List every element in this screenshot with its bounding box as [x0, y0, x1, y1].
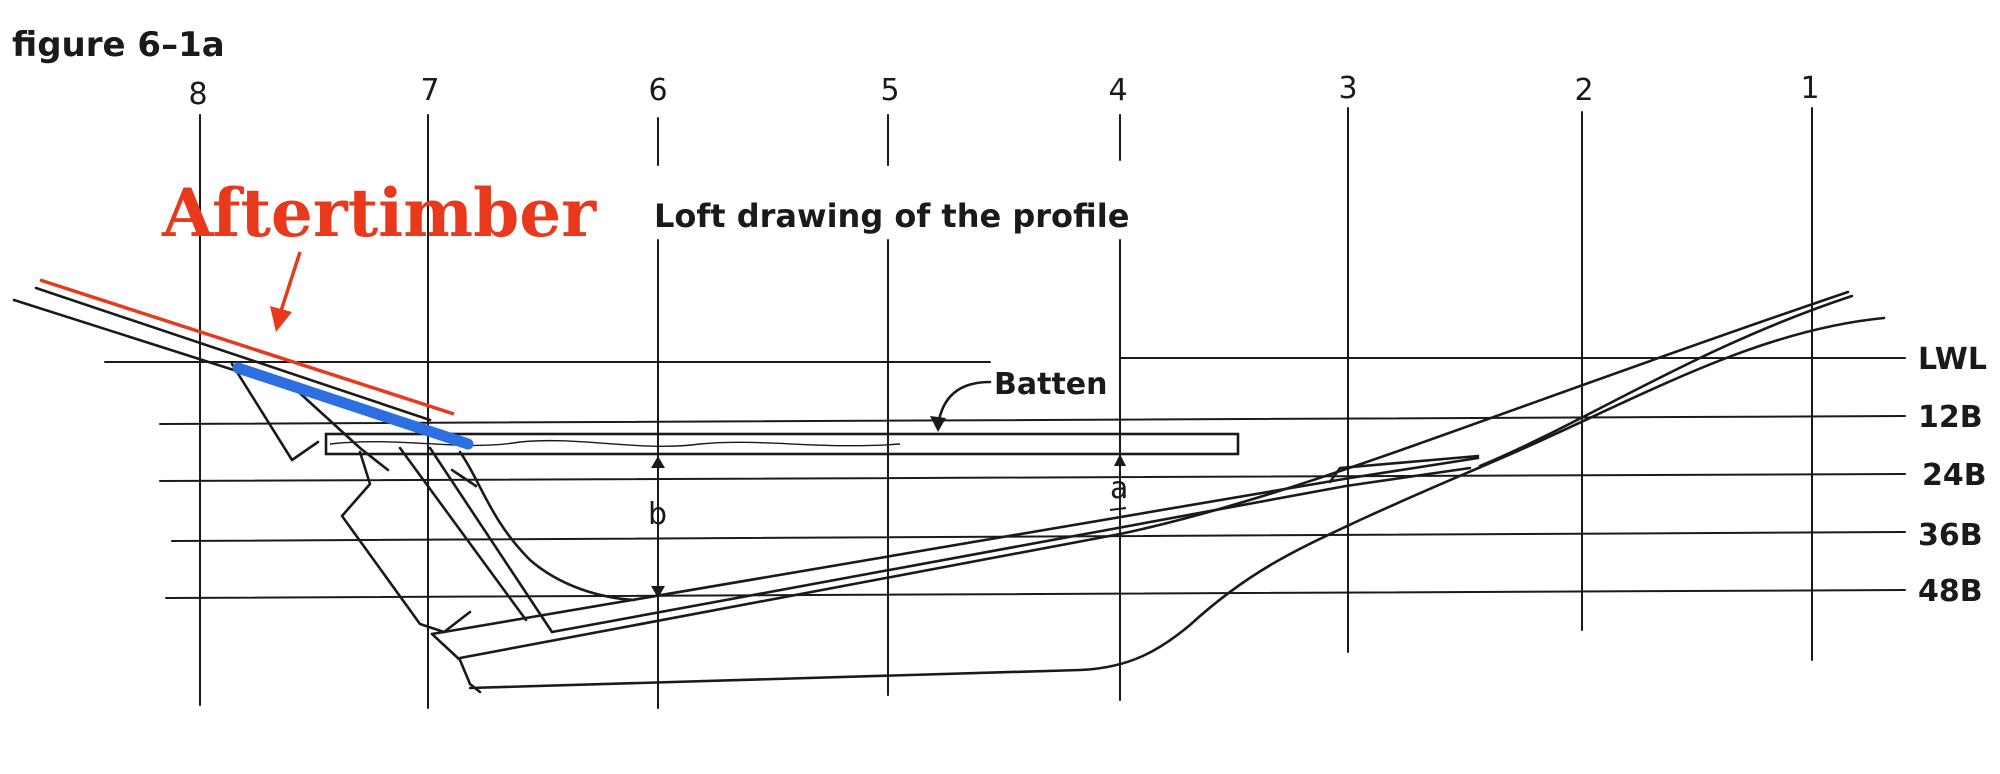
stern-tick — [450, 468, 478, 488]
station-label-7: 7 — [420, 73, 439, 108]
waterline-label-24b: 24B — [1922, 458, 1987, 493]
waterline-label-12b: 12B — [1918, 400, 1983, 435]
station-label-4: 4 — [1108, 73, 1127, 108]
batten-pointer-head — [930, 416, 946, 432]
batten: Batten — [324, 367, 1240, 456]
station-label-2: 2 — [1574, 73, 1593, 108]
sternpost-inner-1 — [398, 446, 528, 622]
waterline-labels: LWL 12B 24B 36B 48B — [1918, 342, 1987, 609]
heel-joint — [430, 632, 482, 694]
waterline-48b — [165, 589, 1906, 599]
stern-sheer-line-outer — [12, 298, 242, 374]
transom-lower — [230, 362, 320, 462]
figure-label: figure 6–1a — [12, 25, 225, 65]
rabbet-line — [458, 290, 1850, 660]
aftertimber-label: Aftertimber — [161, 174, 597, 252]
stem-outer-curve — [1478, 294, 1854, 468]
keel-inner-line — [550, 466, 1472, 634]
station-label-1: 1 — [1800, 71, 1819, 106]
waterlines — [104, 357, 1906, 599]
waterline-label-36b: 36B — [1918, 518, 1983, 553]
station-label-3: 3 — [1338, 71, 1357, 106]
stern-rabbet-curve — [458, 450, 636, 602]
aftertimber-pointer-arrow — [278, 251, 302, 315]
hull-profile — [12, 286, 1886, 694]
stem-scarf-top — [1328, 454, 1480, 484]
station-label-5: 5 — [880, 73, 899, 108]
measure-a-tick — [1109, 507, 1127, 511]
waterline-label-lwl: LWL — [1918, 342, 1987, 377]
aftertimber-red-line — [39, 278, 455, 416]
aftertimber-pointer-head — [270, 306, 292, 332]
aftertimber-blue-line — [232, 362, 474, 450]
waterline-label-48b: 48B — [1918, 574, 1983, 609]
keel-bottom-forefoot — [468, 316, 1886, 690]
measurement-markers: b a — [648, 454, 1128, 598]
station-labels: 8 7 6 5 4 3 2 1 — [188, 71, 1819, 112]
sternpost-inner-2 — [428, 446, 554, 634]
station-label-6: 6 — [648, 73, 667, 108]
station-label-8: 8 — [188, 77, 207, 112]
measure-a-label: a — [1110, 471, 1128, 506]
stern-sheer-line-inner — [34, 286, 432, 422]
measure-b-label: b — [648, 497, 667, 532]
measure-b-arrow-down — [651, 586, 665, 598]
waterline-12b — [159, 415, 1906, 425]
keel-top-line — [430, 456, 1480, 636]
batten-label: Batten — [994, 367, 1108, 402]
stern-knee — [290, 384, 390, 472]
batten-grain — [329, 439, 901, 447]
diagram-title: Loft drawing of the profile — [654, 197, 1129, 235]
waterline-36b — [171, 531, 1906, 542]
batten-body — [324, 432, 1240, 456]
aftertimber-overlay: Aftertimber — [39, 174, 597, 450]
station-lines — [199, 107, 1813, 709]
stern-deadwood-block — [340, 450, 472, 634]
measure-a-arrow-up — [1114, 454, 1126, 466]
measure-b-arrow-up — [651, 456, 665, 468]
